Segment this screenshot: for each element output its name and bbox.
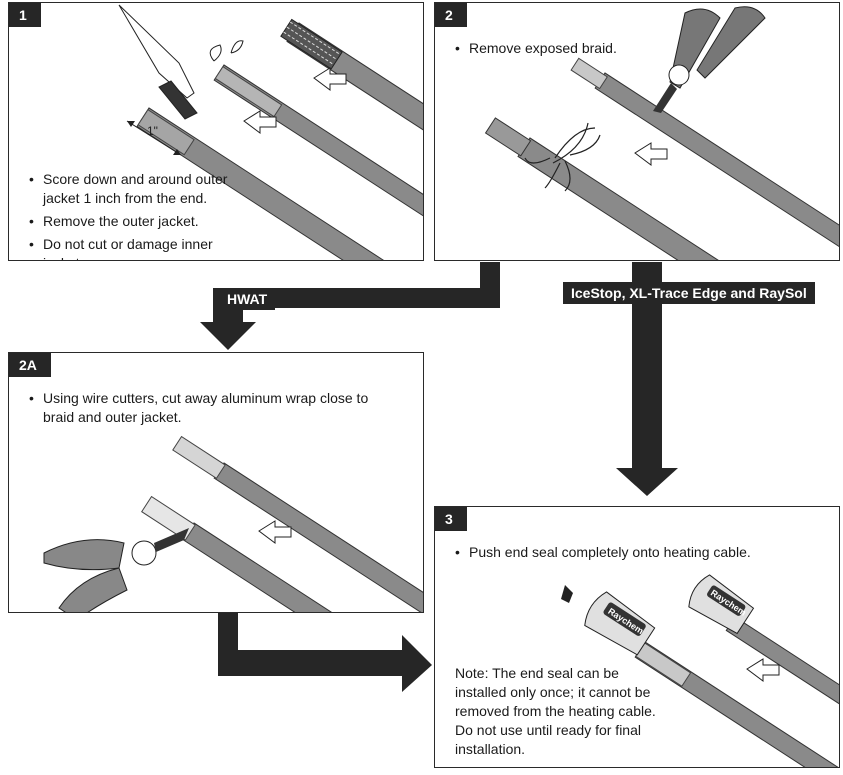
step-1-illustration: 1" bbox=[118, 4, 423, 260]
hwat-label: HWAT bbox=[219, 288, 276, 310]
cutter-pivot bbox=[668, 64, 690, 86]
p2a-to-p3-arrow bbox=[218, 612, 432, 692]
cutter-handle bbox=[43, 539, 125, 571]
others-flow-arrow bbox=[616, 262, 678, 496]
step-3-instructions: Push end seal completely onto heating ca… bbox=[455, 543, 795, 566]
others-label: IceStop, XL-Trace Edge and RaySol bbox=[563, 282, 815, 304]
braid-end bbox=[280, 18, 343, 70]
installation-note: Note: The end seal can be installed only… bbox=[455, 665, 656, 757]
step-badge: 2A bbox=[9, 353, 51, 377]
instruction-item: Do not cut or damage inner jacket. bbox=[29, 235, 249, 260]
panel-step-3: Raychem Raychem 3 Push end seal complete… bbox=[434, 506, 840, 768]
step-badge: 3 bbox=[435, 507, 467, 531]
instruction-item: Using wire cutters, cut away aluminum wr… bbox=[29, 389, 379, 427]
push-arrow bbox=[634, 142, 668, 166]
knife bbox=[118, 4, 195, 99]
instruction-item: Score down and around outer jacket 1 inc… bbox=[29, 170, 249, 208]
push-arrow bbox=[258, 520, 292, 544]
instruction-item: Remove the outer jacket. bbox=[29, 212, 249, 231]
hwat-flow-arrow bbox=[200, 262, 500, 350]
panel-step-1: 1" 1 Score down and around outer jacket … bbox=[8, 2, 424, 261]
cable-body bbox=[213, 462, 423, 612]
step-2-illustration bbox=[484, 6, 839, 260]
end-seal: Raychem bbox=[688, 574, 755, 635]
step-2-instructions: Remove exposed braid. bbox=[455, 39, 715, 62]
step-badge: 1 bbox=[9, 3, 41, 27]
step-2a-instructions: Using wire cutters, cut away aluminum wr… bbox=[29, 389, 379, 431]
push-arrow bbox=[313, 67, 347, 91]
dimension-label: 1" bbox=[147, 124, 158, 138]
cutter-pivot bbox=[131, 540, 157, 566]
step-1-instructions: Score down and around outer jacket 1 inc… bbox=[29, 170, 249, 260]
peel-curl bbox=[209, 44, 222, 62]
step-badge: 2 bbox=[435, 3, 467, 27]
panel-step-2: 2 Remove exposed braid. bbox=[434, 2, 840, 261]
push-arrow bbox=[243, 110, 277, 134]
panel-step-2a: 2A Using wire cutters, cut away aluminum… bbox=[8, 352, 424, 613]
instruction-item: Remove exposed braid. bbox=[455, 39, 715, 58]
step-2a-illustration bbox=[43, 435, 423, 612]
push-arrow bbox=[746, 658, 780, 682]
step-3-illustration: Raychem Raychem bbox=[561, 574, 839, 767]
push-indicator bbox=[561, 585, 573, 603]
instruction-item: Push end seal completely onto heating ca… bbox=[455, 543, 795, 562]
braid-strands bbox=[524, 122, 601, 192]
dimension-line bbox=[126, 120, 182, 156]
knife-blade bbox=[158, 80, 198, 120]
cable-body bbox=[594, 72, 839, 260]
